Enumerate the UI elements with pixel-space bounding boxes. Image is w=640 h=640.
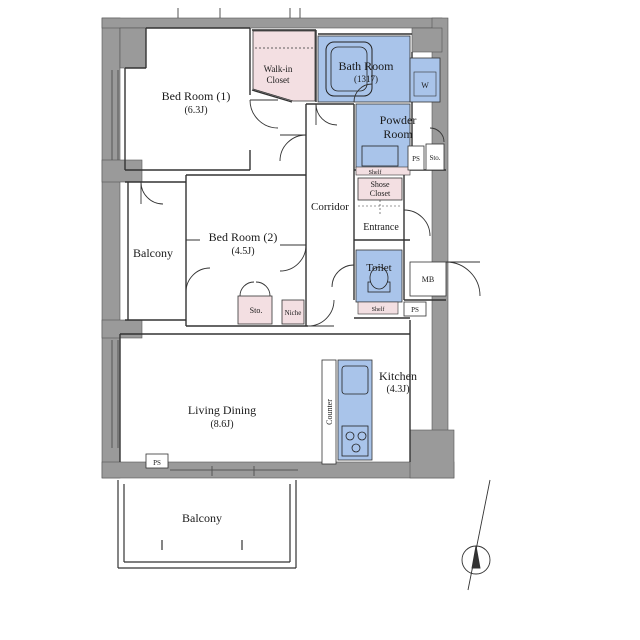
shoe-closet-label-1: Shose (370, 180, 390, 189)
walkin-closet-area (252, 30, 316, 102)
toilet-label: Toilet (366, 262, 392, 274)
sto-powder-label: Sto. (429, 154, 440, 162)
stove-burner-3 (351, 443, 361, 453)
entrance-label: Entrance (363, 222, 399, 233)
bedroom1-window (111, 70, 119, 160)
ps-toilet-label: PS (411, 306, 419, 314)
powder-shelf-box (355, 166, 411, 176)
shoe-closet-label-2: Closet (370, 189, 391, 198)
sto-powder-box (425, 143, 445, 171)
sto-bed2-label: Sto. (250, 306, 263, 315)
bed2-storage-box (237, 295, 273, 325)
toilet-shelf-box (357, 301, 399, 315)
kitchen-counter-strip (321, 359, 337, 465)
bedroom1-size: (6.3J) (184, 105, 207, 116)
walkin-label-2: Closet (266, 75, 290, 85)
powder-vanity (361, 145, 399, 167)
kitchen-name: Kitchen (379, 369, 417, 383)
bottom-balcony (117, 480, 297, 569)
stove-burner-1 (345, 431, 355, 441)
balcony-side-label: Balcony (133, 246, 173, 260)
stove-burner-2 (357, 431, 367, 441)
kitchen-sink (341, 365, 369, 395)
mb-label: MB (422, 275, 434, 284)
stove-frame (341, 425, 369, 457)
ps-living-label: PS (153, 459, 161, 467)
ps-toilet-box (403, 301, 427, 317)
mb-box (409, 261, 447, 297)
washer-label: W (421, 81, 429, 90)
bathtub-inner (330, 46, 368, 92)
kitchen-size: (4.3J) (386, 384, 409, 395)
walkin-label-1: Walk-in (264, 64, 293, 74)
niche-box (281, 299, 305, 325)
toilet-bowl (369, 266, 389, 290)
living-name: Living Dining (188, 403, 256, 417)
bedroom2-size: (4.5J) (231, 246, 254, 257)
ps-powder-box (407, 145, 425, 171)
shoe-closet-shelves (358, 200, 402, 214)
bedroom1-name: Bed Room (1) (162, 89, 231, 103)
bath-name: Bath Room (338, 59, 394, 73)
niche-label: Niche (285, 309, 302, 317)
living-window (111, 340, 119, 448)
corridor-label: Corridor (311, 201, 349, 213)
living-sliding-window (170, 466, 298, 476)
top-window-marks (177, 8, 301, 18)
shelf-toilet-label: Shelf (372, 306, 385, 313)
powder-label-1: Powder (380, 113, 417, 127)
living-size: (8.6J) (210, 419, 233, 430)
counter-label: Counter (325, 399, 334, 425)
washer-space (409, 57, 441, 103)
washer-inner (413, 71, 437, 97)
ps-powder-label: PS (412, 155, 420, 163)
ps-living-box (145, 453, 169, 469)
bath-size: (1317) (354, 74, 378, 84)
north-compass (461, 479, 491, 591)
balcony-bottom-label: Balcony (182, 511, 222, 525)
bathtub (325, 41, 373, 97)
doors (140, 83, 481, 327)
shelf-powder-label: Shelf (369, 169, 382, 176)
bedroom2-name: Bed Room (2) (209, 230, 278, 244)
powder-label-2: Room (383, 127, 413, 141)
exterior-walls (101, 17, 455, 479)
